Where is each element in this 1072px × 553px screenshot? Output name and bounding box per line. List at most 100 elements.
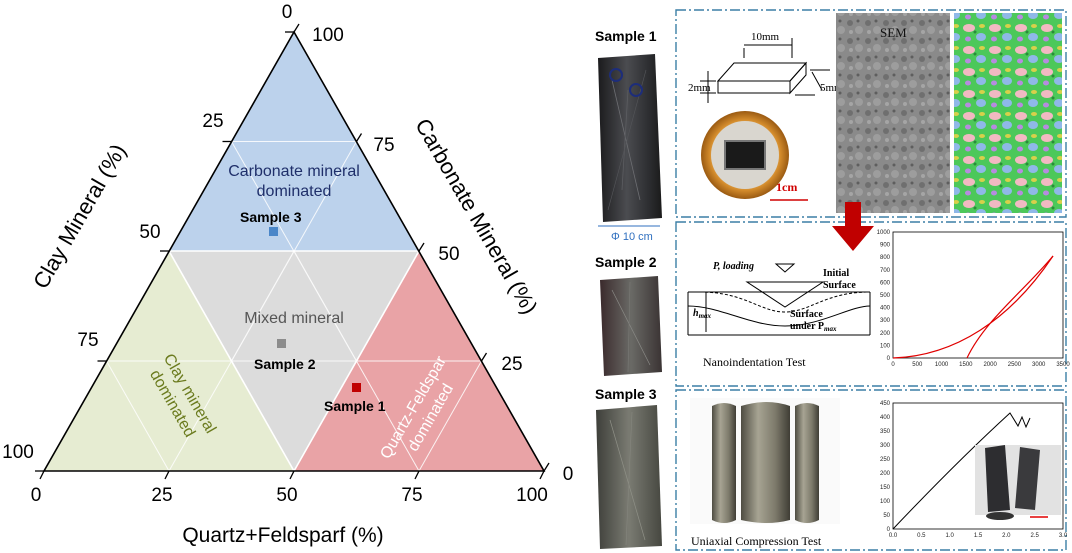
uni-x-tick-2: 1.0: [945, 533, 954, 539]
right-tick-50: 50: [438, 244, 459, 265]
nano-x-tick-0: 0: [891, 362, 895, 368]
tick-marks: [35, 23, 550, 480]
left-tick-75: 75: [77, 330, 98, 351]
uni-x-tick-4: 2.0: [1002, 533, 1011, 539]
uni-y-tick-3: 150: [880, 485, 891, 491]
panel-frames: [675, 9, 1067, 551]
left-tick-100: 100: [2, 442, 34, 463]
nano-x-tick-5: 2500: [1008, 362, 1022, 368]
nano-y-tick-0: 0: [887, 356, 891, 362]
nano-y-tick-7: 700: [880, 268, 891, 274]
axis-title-clay: Clay Mineral (%): [28, 140, 131, 293]
photo-label-sample-3: Sample 3: [595, 386, 657, 402]
initial-label: Initial: [823, 268, 849, 279]
region-borders: [168, 250, 420, 472]
region-label-carbonate-2: dominated: [257, 183, 332, 200]
sample-3-marker: [269, 227, 278, 236]
bottom-tick-25: 25: [151, 485, 172, 506]
nanoindentation-chart: 0 100 200 300 400 500 600 700 800 900 1000 0 500 100…: [877, 230, 1071, 368]
nano-x-tick-4: 2000: [983, 362, 997, 368]
bottom-tick-100: 100: [516, 485, 548, 506]
uniaxial-caption: Uniaxial Compression Test: [691, 534, 822, 548]
nano-y-tick-4: 400: [880, 306, 891, 312]
nano-loading-curve: [892, 255, 1054, 359]
sample-1-marker: [352, 383, 361, 392]
bottom-tick-50: 50: [276, 485, 297, 506]
left-tick-0: 0: [282, 2, 293, 23]
uniaxial-specimens-photo: [690, 398, 840, 524]
sem-image: [836, 13, 950, 213]
sample-2-marker: [277, 339, 286, 348]
region-label-carbonate-1: Carbonate mineral: [228, 163, 360, 180]
uni-x-tick-6: 3.0: [1059, 533, 1068, 539]
sample-1-photo: [598, 54, 662, 222]
uni-y-tick-6: 300: [880, 443, 891, 449]
region-label-mixed: Mixed mineral: [244, 310, 344, 327]
nano-y-tick-5: 500: [880, 293, 891, 299]
dim-height-label: 2mm: [688, 82, 711, 94]
sample-1-label: Sample 1: [324, 398, 386, 414]
uni-y-tick-5: 250: [880, 457, 891, 463]
right-tick-100: 100: [312, 25, 344, 46]
nano-y-tick-8: 800: [880, 255, 891, 261]
nano-x-tick-2: 1000: [935, 362, 949, 368]
h-max-label: hmax: [693, 308, 712, 320]
uni-x-tick-3: 1.5: [974, 533, 983, 539]
mounted-specimen-photo: [701, 111, 789, 199]
sem-label: SEM: [880, 25, 907, 40]
nano-x-tick-1: 500: [912, 362, 923, 368]
uni-y-tick-8: 400: [880, 415, 891, 421]
axis-title-quartz: Quartz+Feldsparf (%): [182, 524, 383, 547]
under-pmax-label: under Pmax: [790, 321, 837, 333]
nano-chart-frame: [892, 231, 1064, 359]
surface-under-label: Surface: [790, 309, 823, 320]
uni-y-tick-4: 200: [880, 471, 891, 477]
uni-y-tick-7: 350: [880, 429, 891, 435]
left-tick-25: 25: [202, 111, 223, 132]
ternary-grid: [106, 141, 482, 472]
sample-2-photo: [600, 276, 662, 376]
nano-y-tick-6: 600: [880, 280, 891, 286]
initial-surface-label: Surface: [823, 280, 856, 291]
bottom-tick-75: 75: [401, 485, 422, 506]
scale-bar-label: 1cm: [776, 180, 797, 194]
uni-stress-strain-curve: [892, 412, 1031, 530]
mineral-map-image: [954, 13, 1062, 213]
nano-y-tick-9: 900: [880, 243, 891, 249]
photo-label-sample-2: Sample 2: [595, 254, 657, 270]
diameter-label: Φ 10 cm: [611, 231, 653, 243]
failed-specimen-photo: [975, 445, 1061, 520]
sample-3-label: Sample 3: [240, 209, 302, 225]
uni-x-tick-5: 2.5: [1030, 533, 1039, 539]
specimen-schematic: [700, 38, 830, 103]
nano-x-tick-6: 3000: [1032, 362, 1046, 368]
experiment-panel: Sample 1 Sample 2 Sample 3 Φ 10 cm: [595, 9, 1071, 551]
left-tick-50: 50: [139, 222, 160, 243]
bottom-tick-0: 0: [31, 485, 42, 506]
nano-y-tick-10: 1000: [877, 230, 891, 236]
uni-x-tick-0: 0.0: [889, 533, 898, 539]
photo-label-sample-1: Sample 1: [595, 28, 657, 44]
nano-y-tick-2: 200: [880, 331, 891, 337]
uni-y-tick-2: 100: [880, 499, 891, 505]
nano-y-tick-1: 100: [880, 343, 891, 349]
uni-y-tick-9: 450: [880, 401, 891, 407]
dim-top-label: 10mm: [751, 31, 780, 43]
p-loading-label: P, loading: [713, 261, 754, 272]
right-tick-0: 0: [563, 464, 574, 485]
nano-y-tick-3: 300: [880, 318, 891, 324]
right-tick-25: 25: [501, 354, 522, 375]
uni-y-tick-1: 50: [883, 513, 890, 519]
ternary-diagram: 0 25 50 75 100 100 75 50 25 0 100 75 50 …: [2, 2, 573, 547]
nano-unloading-curve: [966, 255, 1054, 359]
sample-2-label: Sample 2: [254, 356, 316, 372]
nanoindentation-schematic: [687, 263, 871, 336]
uniaxial-chart: 0 50 100 150 200 250 300 350 400 450 0.0 0.5 1.0 1.5…: [880, 401, 1068, 539]
right-tick-75: 75: [373, 135, 394, 156]
uni-y-tick-0: 0: [887, 527, 891, 533]
sample-3-photo: [596, 405, 662, 549]
uni-x-tick-1: 0.5: [917, 533, 926, 539]
nano-x-tick-3: 1500: [959, 362, 973, 368]
flow-arrow: [832, 202, 874, 251]
